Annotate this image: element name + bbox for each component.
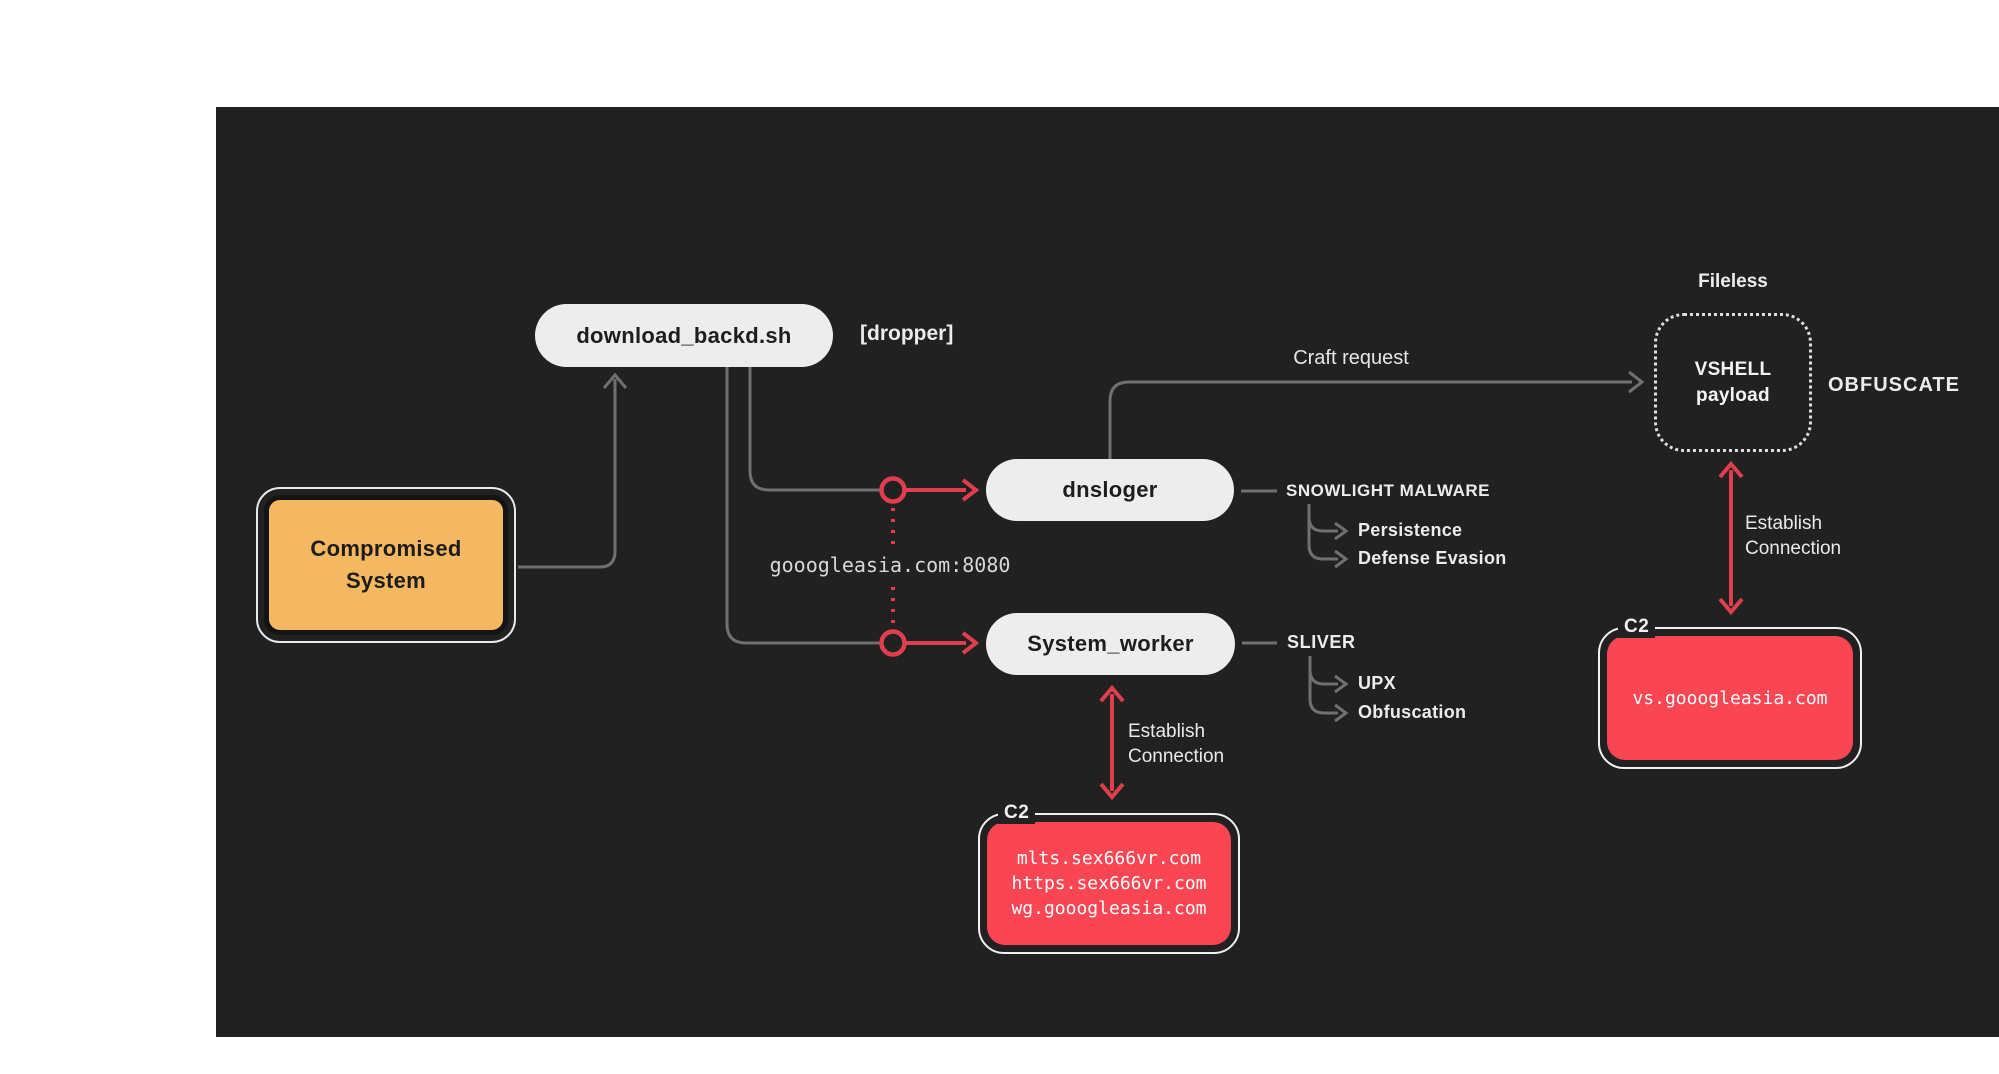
dnsloger-label: dnsloger bbox=[1062, 477, 1158, 502]
node-compromised-system: Compromised System bbox=[256, 487, 516, 643]
fileless-label: Fileless bbox=[1698, 271, 1768, 292]
system-worker-label: System_worker bbox=[1027, 631, 1194, 656]
obfuscation-label: Obfuscation bbox=[1358, 702, 1467, 722]
node-dnsloger: dnsloger bbox=[986, 459, 1234, 521]
c2-domain: vs.gooogleasia.com bbox=[1632, 687, 1828, 709]
c2-box-worker: C2 mlts.sex666vr.com https.sex666vr.com … bbox=[978, 802, 1240, 954]
establish-connection-worker: Establish Connection bbox=[1128, 719, 1224, 769]
compromised-system-label: Compromised System bbox=[264, 495, 508, 635]
dropper-tag: [dropper] bbox=[860, 322, 954, 345]
c2-label: C2 bbox=[1618, 616, 1656, 638]
node-vshell-payload: VSHELL payload bbox=[1654, 313, 1812, 452]
c2-domain: https.sex666vr.com bbox=[1011, 873, 1207, 894]
c2-label: C2 bbox=[998, 802, 1036, 824]
establish-line2: Connection bbox=[1128, 746, 1225, 767]
upx-label: UPX bbox=[1358, 673, 1396, 693]
establish-connection-vshell: Establish Connection bbox=[1745, 511, 1841, 561]
obfuscate-label: OBFUSCATE bbox=[1828, 374, 1960, 396]
sliver-label: SLIVER bbox=[1287, 632, 1356, 652]
c2-domain: mlts.sex666vr.com bbox=[1016, 848, 1202, 869]
download-backd-label: download_backd.sh bbox=[576, 322, 792, 348]
c2-domains: vs.gooogleasia.com bbox=[1607, 636, 1853, 760]
c2-domains: mlts.sex666vr.com https.sex666vr.com wg.… bbox=[987, 822, 1231, 945]
craft-request-label: Craft request bbox=[1293, 347, 1409, 369]
establish-line2: Connection bbox=[1745, 538, 1842, 559]
snowlight-malware-label: SNOWLIGHT MALWARE bbox=[1286, 481, 1490, 500]
vshell-payload-label: VSHELL payload bbox=[1694, 358, 1772, 406]
c2-box-vshell: C2 vs.gooogleasia.com bbox=[1598, 616, 1862, 769]
node-download-backd-sh: download_backd.sh bbox=[535, 304, 833, 367]
establish-line1: Establish bbox=[1128, 721, 1206, 742]
node-system-worker: System_worker bbox=[986, 613, 1235, 675]
establish-line1: Establish bbox=[1745, 513, 1823, 534]
domain-port-label: gooogleasia.com:8080 bbox=[769, 553, 1011, 577]
persistence-label: Persistence bbox=[1358, 520, 1463, 540]
c2-domain: wg.gooogleasia.com bbox=[1011, 898, 1207, 919]
defense-evasion-label: Defense Evasion bbox=[1358, 548, 1507, 568]
